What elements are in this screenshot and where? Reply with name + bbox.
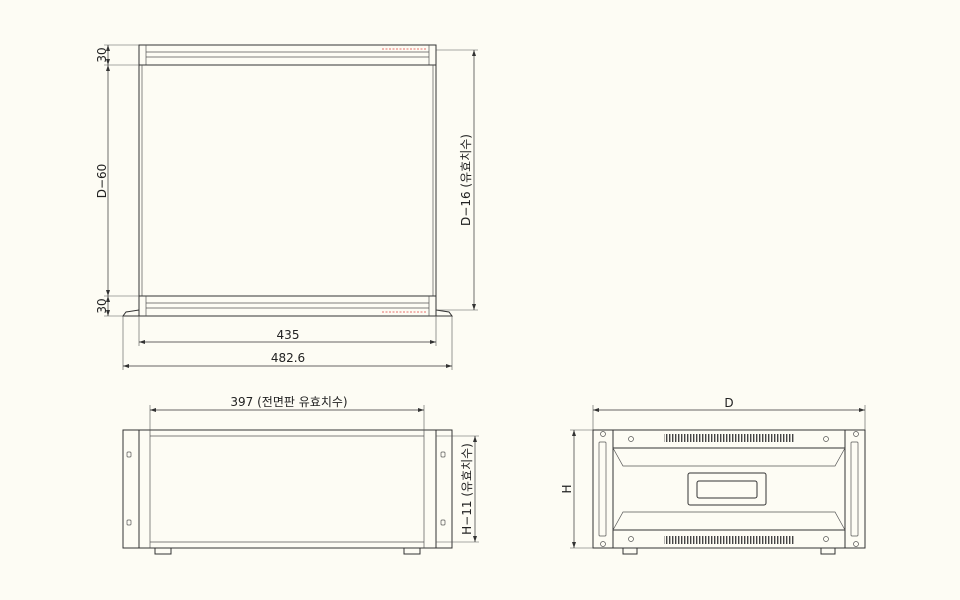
dim-overall-width-label: 482.6 xyxy=(271,351,305,365)
dim-effective-depth-label: D−16 (유효치수) xyxy=(459,134,473,226)
dim-side-depth-label: D xyxy=(724,396,733,410)
dim-left xyxy=(104,44,139,317)
side-foot-left xyxy=(622,547,638,555)
dim-effective-height xyxy=(436,435,479,543)
dim-panel-width-label: 397 (전면판 유효치수) xyxy=(230,395,347,409)
top-view: 30 D−60 30 D−16 (유효치수) 435 482.6 xyxy=(95,44,478,370)
side-view: D H xyxy=(560,396,866,555)
front-foot-left xyxy=(154,547,172,555)
dim-panel-width xyxy=(149,405,425,430)
dim-side-height-label: H xyxy=(560,484,574,493)
bottom-vents xyxy=(664,536,794,544)
front-view: 397 (전면판 유효치수) H−11 (유효치수) xyxy=(122,395,479,555)
dim-inner-width-label: 435 xyxy=(277,328,300,342)
dim-bottom-margin-label: 30 xyxy=(95,298,109,313)
dim-inner-width xyxy=(138,316,437,346)
dim-side-height xyxy=(570,429,593,549)
front-ear-right xyxy=(435,429,453,549)
front-panel xyxy=(138,429,437,549)
front-foot-right xyxy=(403,547,421,555)
front-ear-left xyxy=(122,429,140,549)
dim-right xyxy=(436,49,478,311)
side-flange-left xyxy=(592,429,614,549)
side-flange-right xyxy=(844,429,866,549)
top-body xyxy=(138,64,437,297)
dim-effective-height-label: H−11 (유효치수) xyxy=(460,443,474,535)
side-foot-right xyxy=(820,547,836,555)
bottom-rail xyxy=(138,295,437,317)
top-rail xyxy=(138,44,437,66)
dim-top-margin-label: 30 xyxy=(95,47,109,62)
dim-depth-label: D−60 xyxy=(95,164,109,199)
dim-side-depth xyxy=(592,405,866,430)
rack-ear-right xyxy=(435,309,453,317)
side-handle xyxy=(687,472,767,506)
top-vents xyxy=(664,434,794,442)
rack-ear-left xyxy=(122,309,140,317)
dim-overall-width xyxy=(122,316,453,370)
